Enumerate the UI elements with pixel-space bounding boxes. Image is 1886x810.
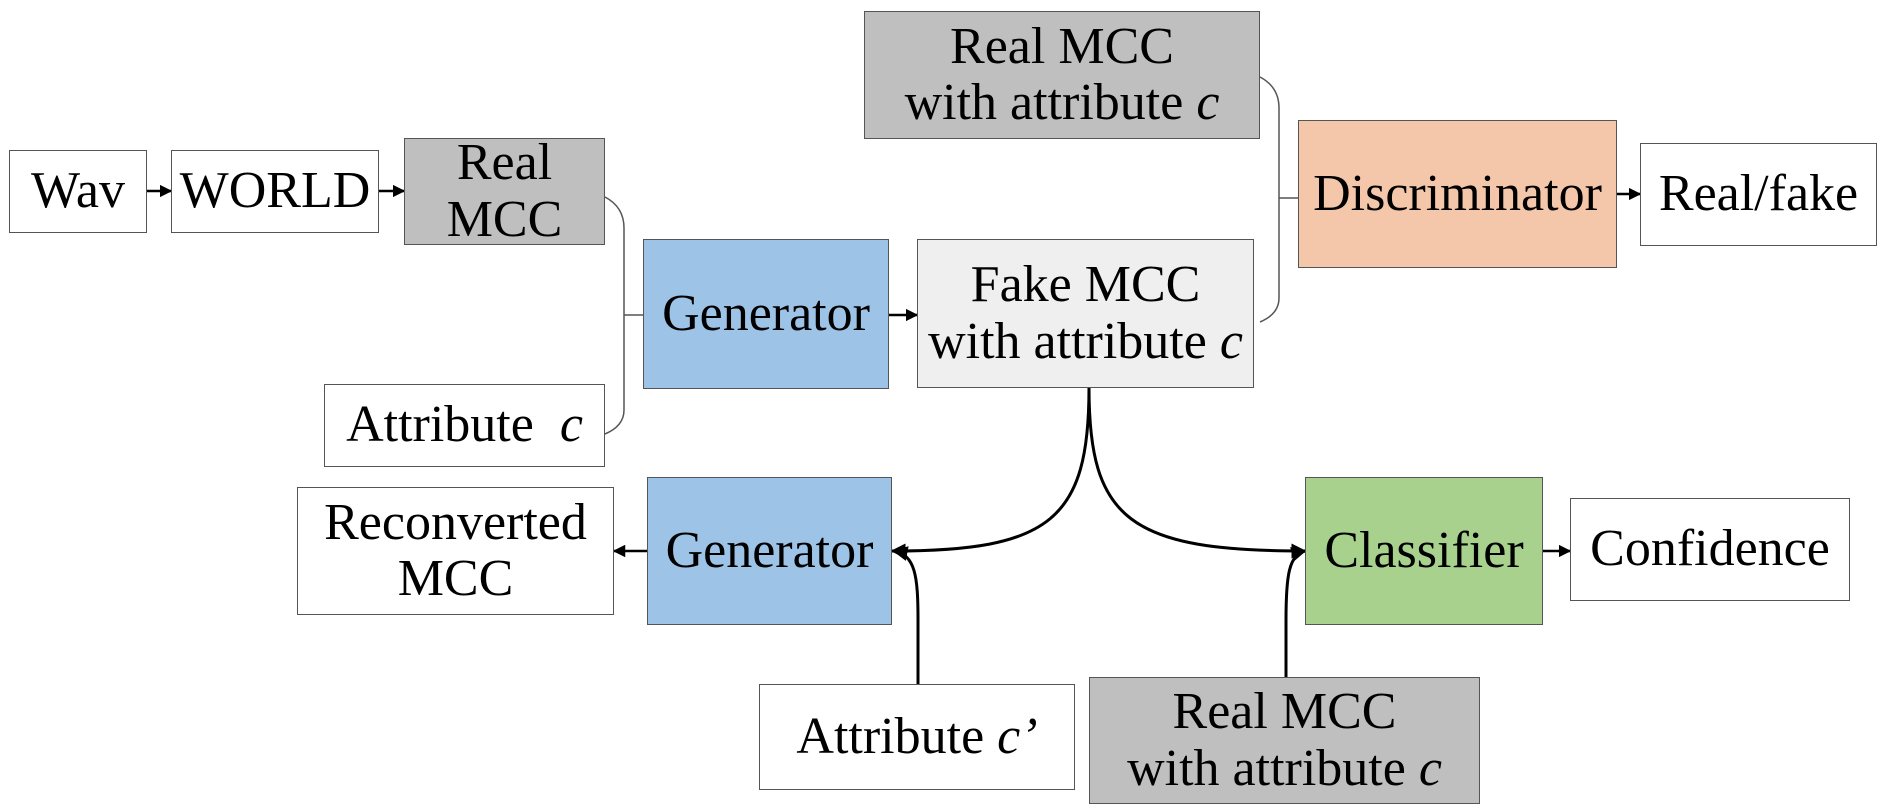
fake-mcc-line2: with attribute c bbox=[928, 312, 1243, 370]
real-mcc-node: Real MCC bbox=[404, 134, 605, 248]
curve-fakemcc-generator2 bbox=[890, 387, 1091, 559]
real-mcc-line1: Real bbox=[456, 134, 553, 192]
discriminator-node: Discriminator bbox=[1298, 120, 1617, 268]
fake-mcc-line1: Fake MCC bbox=[970, 256, 1201, 314]
world-node: WORLD bbox=[171, 150, 379, 233]
attribute-c-prime-text: Attribute c’ bbox=[796, 707, 1038, 765]
real-mcc-bottom-line1: Real MCC bbox=[1172, 683, 1397, 741]
real-mcc-bottom-attr-label: with attribute bbox=[1127, 739, 1406, 797]
attribute-c-label: Attribute bbox=[346, 396, 534, 454]
real-mcc-bottom-node: Real MCC with attribute c bbox=[1089, 677, 1480, 804]
real-fake-node: Real/fake bbox=[1640, 143, 1877, 246]
wav-node: Wav bbox=[9, 150, 147, 233]
attribute-c-node: Attribute c bbox=[324, 384, 605, 467]
real-mcc-bottom-attr-symbol: c bbox=[1418, 739, 1442, 797]
attribute-c-prime-label: Attribute bbox=[796, 707, 985, 765]
wav-label: Wav bbox=[31, 162, 125, 220]
fake-mcc-node: Fake MCC with attribute c bbox=[917, 239, 1254, 388]
fake-mcc-attr-label: with attribute bbox=[928, 312, 1207, 370]
real-mcc-top-node: Real MCC with attribute c bbox=[864, 11, 1260, 139]
real-mcc-line2: MCC bbox=[446, 190, 563, 248]
generator-node: Generator bbox=[643, 239, 889, 389]
real-fake-label: Real/fake bbox=[1658, 165, 1859, 223]
generator-2-node: Generator bbox=[647, 477, 892, 625]
curve-attrprime-generator2 bbox=[892, 546, 920, 684]
fake-mcc-attr-symbol: c bbox=[1219, 312, 1243, 370]
real-mcc-top-attr-symbol: c bbox=[1196, 74, 1220, 131]
curve-fakemcc-classifier bbox=[1087, 387, 1307, 559]
generator-label: Generator bbox=[662, 284, 870, 342]
attribute-c-symbol: c bbox=[559, 396, 583, 454]
reconverted-mcc-node: Reconverted MCC bbox=[297, 487, 614, 615]
confidence-label: Confidence bbox=[1590, 520, 1830, 578]
reconverted-mcc-line2: MCC bbox=[397, 550, 514, 607]
attribute-c-prime-symbol: c’ bbox=[997, 707, 1038, 765]
real-mcc-top-attr-label: with attribute bbox=[904, 74, 1184, 131]
real-mcc-bottom-line2: with attribute c bbox=[1127, 739, 1442, 797]
classifier-label: Classifier bbox=[1324, 521, 1524, 579]
confidence-node: Confidence bbox=[1570, 498, 1850, 601]
attribute-c-prime-node: Attribute c’ bbox=[759, 684, 1075, 790]
brace-discriminator-inputs bbox=[1259, 76, 1298, 323]
brace-generator-inputs bbox=[604, 196, 643, 435]
attribute-c-text: Attribute c bbox=[346, 397, 583, 453]
generator-2-label: Generator bbox=[665, 521, 874, 579]
classifier-node: Classifier bbox=[1305, 477, 1543, 625]
reconverted-mcc-line1: Reconverted bbox=[324, 493, 587, 551]
real-mcc-top-line2: with attribute c bbox=[904, 74, 1220, 131]
real-mcc-top-line1: Real MCC bbox=[950, 17, 1174, 75]
world-label: WORLD bbox=[179, 162, 371, 220]
discriminator-label: Discriminator bbox=[1313, 164, 1602, 222]
curve-realmcc-classifier bbox=[1284, 547, 1307, 677]
